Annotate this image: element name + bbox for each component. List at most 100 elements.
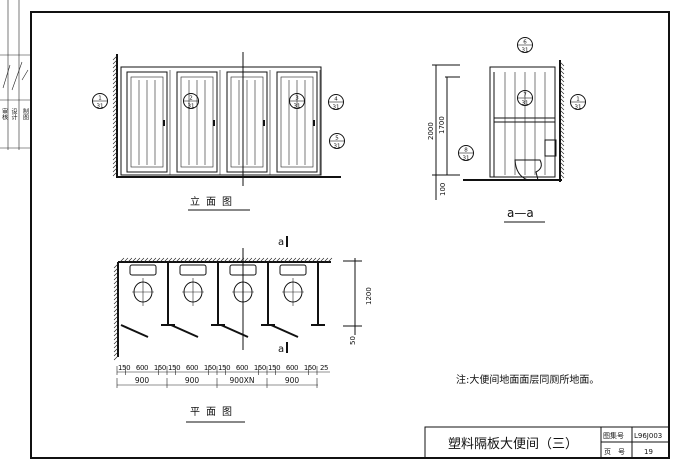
note: 注:大便间地面面层同厕所地面。	[456, 373, 599, 386]
dim-50: 50	[349, 336, 357, 345]
callout-number: 5	[335, 136, 339, 142]
wall-hatch	[303, 257, 309, 263]
wall-hatch	[112, 59, 118, 65]
wall-hatch	[113, 275, 119, 281]
wall-hatch	[559, 69, 565, 75]
wall-hatch	[113, 263, 119, 269]
dim-label: 600	[286, 364, 298, 372]
wall-hatch	[113, 351, 119, 357]
side-strip: 审核 设计 制图	[0, 0, 31, 150]
wall-hatch	[112, 63, 118, 69]
toilet-icon	[514, 159, 542, 181]
wall-hatch	[112, 83, 118, 89]
wall-hatch	[559, 85, 565, 91]
callout-number: 1	[98, 96, 102, 102]
wall-hatch	[299, 257, 305, 263]
wall-hatch	[112, 147, 118, 153]
wall-hatch	[559, 169, 565, 175]
detail-callout	[517, 90, 533, 106]
wall-hatch	[199, 257, 205, 263]
wall-hatch	[112, 131, 118, 137]
wall-hatch	[251, 257, 257, 263]
wall-hatch	[112, 79, 118, 85]
wall-hatch	[559, 145, 565, 151]
wall-hatch	[131, 257, 137, 263]
wall-hatch	[267, 257, 273, 263]
wall-hatch	[143, 257, 149, 263]
wall-hatch	[112, 167, 118, 173]
signature	[2, 61, 29, 91]
wall-hatch	[275, 257, 281, 263]
wall-hatch	[112, 115, 118, 121]
wall-hatch	[215, 257, 221, 263]
callout-number: 1	[576, 97, 580, 103]
dim-label: 150	[254, 364, 266, 372]
wall-hatch	[195, 257, 201, 263]
door-swing	[120, 324, 149, 338]
wall-hatch	[559, 141, 565, 147]
wall-hatch	[559, 109, 565, 115]
wall-hatch	[113, 267, 119, 273]
wall-hatch	[113, 347, 119, 353]
wall-hatch	[163, 257, 169, 263]
wall-hatch	[559, 97, 565, 103]
wall-hatch	[291, 257, 297, 263]
callout-sheet: 31	[522, 101, 529, 107]
page-value: 19	[644, 448, 653, 456]
wall-hatch	[559, 65, 565, 71]
wall-hatch	[127, 257, 133, 263]
wall-hatch	[287, 257, 293, 263]
wall-hatch	[113, 291, 119, 297]
dim-label: 900	[185, 376, 200, 385]
dim-label: 150	[118, 364, 130, 372]
section-mark-top: a	[278, 237, 284, 248]
detail-callout	[92, 93, 108, 109]
callout-number: 8	[464, 148, 468, 154]
wall-hatch	[112, 71, 118, 77]
wall-hatch	[135, 257, 141, 263]
callout-number: 3	[295, 96, 299, 102]
wall-hatch	[119, 257, 125, 263]
dim-label: 25	[320, 364, 328, 372]
dim-label: 900	[135, 376, 150, 385]
wall-hatch	[307, 257, 313, 263]
wall-hatch	[283, 257, 289, 263]
wall-hatch	[319, 257, 325, 263]
wall-hatch	[113, 287, 119, 293]
wall-hatch	[279, 257, 285, 263]
atlas-label: 图集号	[603, 431, 624, 440]
wall-hatch	[559, 173, 565, 179]
wall-hatch	[559, 101, 565, 107]
wall-hatch	[559, 105, 565, 111]
wall-hatch	[112, 95, 118, 101]
wall-hatch	[191, 257, 197, 263]
wall-hatch	[112, 163, 118, 169]
callout-sheet: 31	[463, 156, 470, 162]
door	[126, 71, 168, 173]
wall-hatch	[559, 157, 565, 163]
wall-hatch	[559, 93, 565, 99]
door-handle	[163, 120, 165, 126]
elevation-view: 立面图	[112, 52, 341, 211]
wall-hatch	[243, 257, 249, 263]
door-swing	[170, 324, 199, 338]
callout-sheet: 31	[188, 104, 195, 110]
wall-hatch	[151, 257, 157, 263]
wall-hatch	[113, 299, 119, 305]
wall-hatch	[155, 257, 161, 263]
wall-hatch	[263, 257, 269, 263]
wall-hatch	[113, 327, 119, 333]
wall-hatch	[203, 257, 209, 263]
callout-sheet: 31	[522, 48, 529, 54]
wall-hatch	[112, 123, 118, 129]
detail-callout	[329, 133, 345, 149]
wall-hatch	[112, 103, 118, 109]
callout-sheet: 31	[334, 144, 341, 150]
wall-hatch	[559, 137, 565, 143]
wall-hatch	[159, 257, 165, 263]
wall-hatch	[112, 99, 118, 105]
wall-hatch	[113, 311, 119, 317]
dim-label: 600	[186, 364, 198, 372]
wall-hatch	[112, 155, 118, 161]
